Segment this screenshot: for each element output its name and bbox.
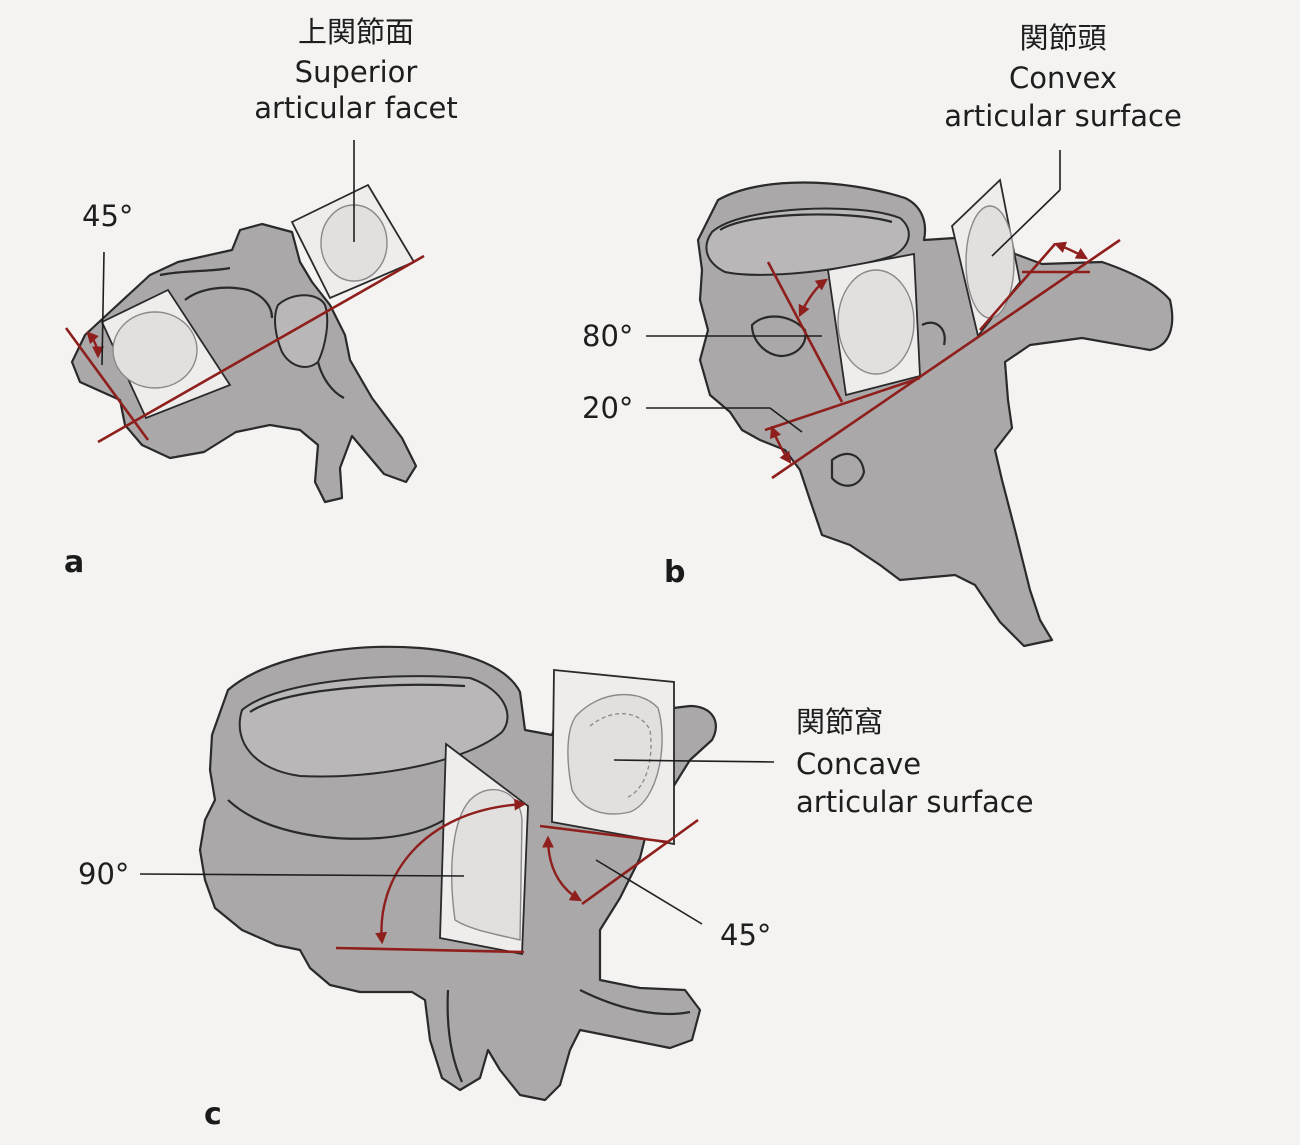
reference-line-20 xyxy=(764,376,921,432)
horizontal-reference-line-45 xyxy=(539,824,669,844)
concave-articular-surface-label-jp: 関節窩 xyxy=(796,705,883,739)
thoracic-vertebra-drawing xyxy=(696,178,1174,648)
horizontal-reference-line xyxy=(97,254,425,444)
lumbar-vertebra-drawing xyxy=(198,645,717,1102)
superior-articular-facet-label-jp: 上関節面 xyxy=(298,15,414,49)
panel-c: 90° 45° 関節窩 Concave articular surface c xyxy=(78,645,1034,1132)
reference-line-upper-b xyxy=(979,243,1056,331)
reference-line-vertical xyxy=(766,261,844,403)
panel-a: 45° 上関節面 Superior articular facet a xyxy=(64,15,458,580)
angle-label-80: 80° xyxy=(582,319,633,353)
angle-label-45: 45° xyxy=(82,199,133,233)
panel-b: 80° 20° 関節頭 Convex articular surface b xyxy=(582,21,1182,648)
superior-articular-facet-label-en-1: Superior xyxy=(295,55,418,89)
panel-letter-b: b xyxy=(664,555,685,590)
cervical-vertebra-drawing xyxy=(64,183,425,504)
panel-letter-a: a xyxy=(64,545,84,580)
convex-articular-surface-label-en-2: articular surface xyxy=(944,99,1182,133)
oblique-reference-line-main xyxy=(771,238,1121,480)
angle-label-20: 20° xyxy=(582,391,633,425)
panel-letter-c: c xyxy=(204,1097,222,1132)
horizontal-reference-line-90 xyxy=(335,946,525,954)
facet-reference-line xyxy=(64,327,150,441)
concave-articular-surface-label-en-1: Concave xyxy=(796,747,921,781)
concave-articular-surface-label-en-2: articular surface xyxy=(796,785,1034,819)
angle-label-45-c: 45° xyxy=(720,918,771,952)
angle-label-90: 90° xyxy=(78,857,129,891)
convex-articular-surface-label-jp: 関節頭 xyxy=(1019,21,1106,55)
superior-articular-facet-label-en-2: articular facet xyxy=(254,91,458,125)
oblique-reference-line-45 xyxy=(581,818,699,906)
convex-articular-surface-label-en-1: Convex xyxy=(1009,61,1117,95)
